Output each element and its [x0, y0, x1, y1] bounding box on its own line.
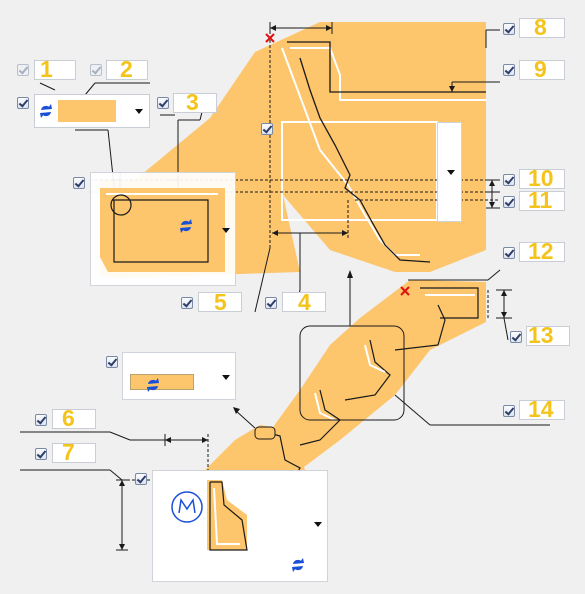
chevron-down-icon[interactable] — [135, 109, 143, 114]
field-13[interactable] — [526, 326, 570, 346]
checkbox-lower-left-panel[interactable] — [106, 356, 118, 368]
checkbox-14[interactable] — [503, 405, 515, 417]
checkbox-10[interactable] — [503, 174, 515, 186]
bottom-panel-drawing — [207, 480, 248, 551]
checkbox-9[interactable] — [503, 64, 515, 76]
checkbox-8[interactable] — [503, 23, 515, 35]
field-8[interactable] — [519, 18, 565, 38]
field-7[interactable] — [52, 443, 96, 463]
field-12[interactable] — [519, 242, 565, 262]
upper-right-panel — [437, 122, 462, 222]
callout-14: 14 — [528, 396, 554, 422]
callout-8: 8 — [534, 14, 547, 40]
callout-6: 6 — [62, 405, 75, 431]
chevron-down-icon[interactable] — [447, 170, 455, 175]
chevron-down-icon[interactable] — [222, 375, 230, 380]
joint-marker — [254, 426, 276, 440]
middle-stair-run — [260, 280, 486, 470]
callout-13: 13 — [528, 322, 554, 348]
swap-swatch — [58, 100, 116, 122]
field-14[interactable] — [519, 400, 565, 420]
lower-left-swatch — [130, 374, 194, 390]
field-4[interactable] — [282, 292, 326, 312]
checkbox-6[interactable] — [35, 414, 47, 426]
checkbox-bottom-panel[interactable] — [135, 473, 147, 485]
checkbox-5[interactable] — [181, 297, 193, 309]
callout-4: 4 — [298, 289, 311, 315]
zoom-frame — [299, 325, 405, 421]
checkbox-left-panel[interactable] — [73, 177, 85, 189]
field-11[interactable] — [519, 191, 565, 211]
field-9[interactable] — [519, 60, 565, 80]
checkbox-2[interactable] — [90, 64, 102, 76]
callout-12: 12 — [528, 238, 554, 264]
upper-stair-body — [210, 22, 486, 272]
swap-direction-icon[interactable] — [290, 557, 306, 573]
field-10[interactable] — [519, 169, 565, 189]
checkbox-13[interactable] — [510, 331, 522, 343]
chevron-down-icon[interactable] — [314, 522, 322, 527]
callout-9: 9 — [534, 56, 547, 82]
swap-direction-icon[interactable] — [38, 103, 54, 119]
checkbox-4[interactable] — [265, 297, 277, 309]
checkbox-12[interactable] — [503, 247, 515, 259]
callout-5: 5 — [214, 289, 227, 315]
checkbox-7[interactable] — [35, 448, 47, 460]
checkbox-upper-panel[interactable] — [261, 123, 273, 135]
field-3[interactable] — [173, 93, 217, 113]
checkbox-11[interactable] — [503, 196, 515, 208]
left-panel-drawing — [100, 188, 225, 272]
callout-10: 10 — [528, 165, 554, 191]
callout-1: 1 — [40, 56, 53, 82]
field-6[interactable] — [52, 409, 96, 429]
swap-direction-icon[interactable] — [178, 218, 194, 234]
checkbox-swap[interactable] — [17, 97, 29, 109]
checkbox-1[interactable] — [17, 64, 29, 76]
callout-3: 3 — [186, 89, 199, 115]
checkbox-3[interactable] — [157, 97, 169, 109]
callout-11: 11 — [528, 187, 553, 213]
field-5[interactable] — [198, 292, 242, 312]
swap-direction-icon[interactable] — [145, 377, 161, 393]
chevron-down-icon[interactable] — [222, 228, 230, 233]
field-1[interactable] — [34, 60, 76, 80]
field-2[interactable] — [106, 60, 148, 80]
callout-2: 2 — [120, 56, 133, 82]
callout-7: 7 — [62, 439, 75, 465]
motor-m-icon — [171, 491, 203, 523]
